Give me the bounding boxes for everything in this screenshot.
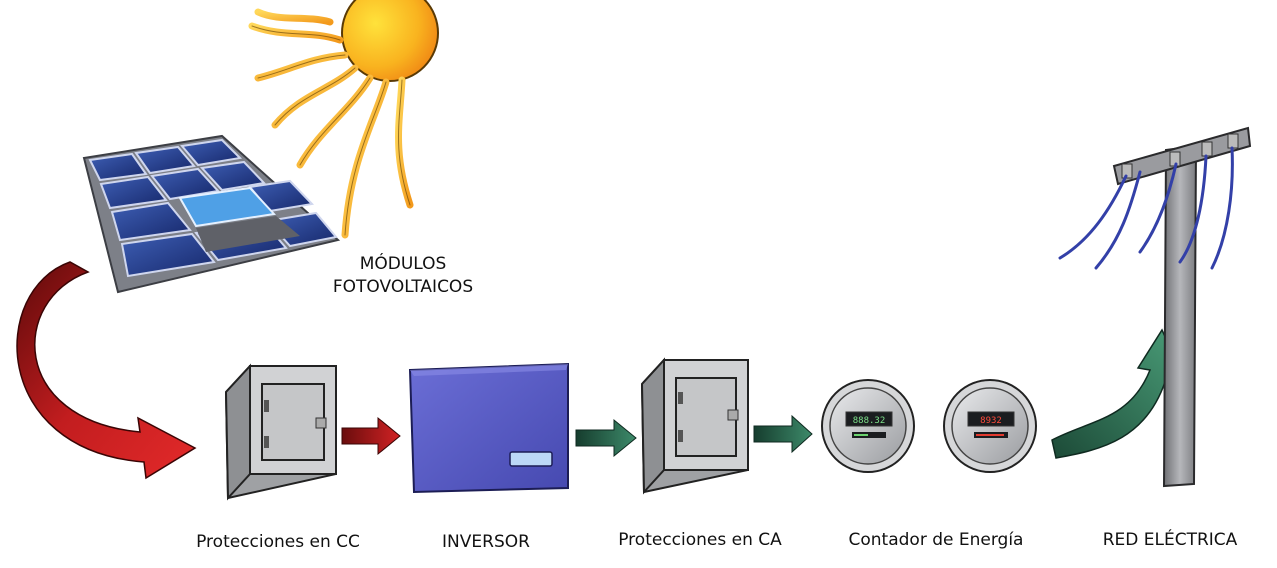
ac-arrow-icon-2 [753, 414, 813, 454]
meter-label: Contador de Energía [848, 530, 1024, 550]
inverter-icon [408, 362, 569, 494]
energy-meter-icon-2: 8932 [943, 379, 1037, 473]
dc-protection-cabinet-icon [224, 363, 337, 501]
modules-label-line2: FOTOVOLTAICOS [332, 277, 474, 297]
sun-icon [248, 0, 439, 239]
modules-label-line1: MÓDULOS [359, 254, 447, 274]
utility-pole-icon [1058, 126, 1252, 488]
meter-1-display: 888.32 [853, 416, 886, 426]
energy-meter-icon: 888.32 [821, 379, 915, 473]
dc-protection-label: Protecciones en CC [196, 532, 360, 552]
inverter-label: INVERSOR [442, 532, 530, 552]
grid-label: RED ELÉCTRICA [1102, 530, 1238, 550]
ac-protection-label: Protecciones en CA [618, 530, 782, 550]
ac-protection-cabinet-icon [640, 357, 749, 495]
meter-2-display: 8932 [980, 416, 1002, 426]
grid-curved-arrow [1051, 328, 1184, 459]
ac-arrow-icon [575, 418, 637, 458]
dc-arrow-icon [341, 416, 401, 456]
dc-curved-arrow [16, 261, 197, 480]
solar-panel-icon [82, 134, 341, 294]
